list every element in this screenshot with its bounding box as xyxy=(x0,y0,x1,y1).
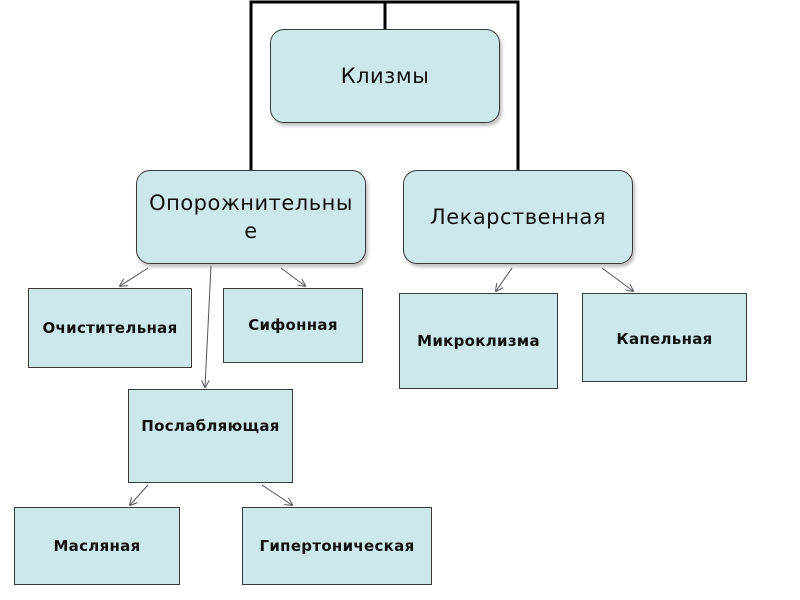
drip-node-label: Капельная xyxy=(616,330,713,348)
microenema-node-label: Микроклизма xyxy=(417,331,540,350)
node-evacuant: Опорожнительные xyxy=(136,170,366,264)
root-node-enemas: Клизмы xyxy=(270,29,500,123)
arrow-to-laxative xyxy=(205,265,212,387)
hypertonic-node-label: Гипертоническая xyxy=(259,536,415,555)
arrow-to-oil xyxy=(130,484,149,505)
node-siphon: Сифонная xyxy=(223,288,363,363)
medicinal-node-label: Лекарственная xyxy=(429,204,607,229)
node-cleansing: Очистительная xyxy=(28,288,192,368)
laxative-node-label: Послабляющая xyxy=(141,417,280,435)
cleansing-node-label: Очистительная xyxy=(42,318,178,337)
arrow-to-cleansing xyxy=(120,267,149,286)
oil-node-label: Масляная xyxy=(53,536,141,555)
arrow-to-siphon xyxy=(280,267,305,286)
arrow-to-drip xyxy=(601,267,633,291)
arrow-connectors xyxy=(120,265,633,505)
node-oil: Масляная xyxy=(14,507,180,585)
node-drip: Капельная xyxy=(582,293,747,382)
arrow-to-hypertonic xyxy=(261,484,292,505)
bracket-connector xyxy=(249,0,520,170)
node-microenema: Микроклизма xyxy=(399,293,558,389)
node-hypertonic: Гипертоническая xyxy=(242,507,432,585)
arrow-to-microenema xyxy=(496,267,513,291)
node-medicinal: Лекарственная xyxy=(403,170,633,264)
evacuant-node-label: Опорожнительные xyxy=(149,190,353,243)
siphon-node-label: Сифонная xyxy=(248,316,338,335)
node-laxative: Послабляющая xyxy=(128,389,293,483)
root-node-label: Клизмы xyxy=(340,63,430,88)
